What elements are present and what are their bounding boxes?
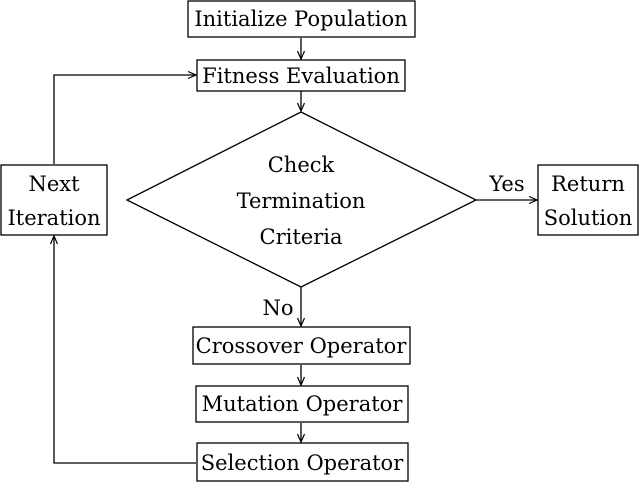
edge-selection-to-next (54, 236, 196, 464)
no-edge-label: No (262, 296, 293, 320)
node-next-iteration: Next Iteration (0, 164, 108, 236)
return-solution-line-1: Return (551, 172, 625, 196)
mutation-operator-label: Mutation Operator (202, 392, 404, 416)
node-fitness-evaluation: Fitness Evaluation (196, 59, 406, 92)
check-line-1: Check (268, 153, 335, 177)
check-line-2: Termination (237, 189, 366, 213)
edge-next-to-fitness (53, 75, 196, 164)
initialize-population-label: Initialize Population (194, 7, 407, 31)
next-iteration-line-1: Next (28, 172, 80, 196)
node-check-termination: Check Termination Criteria (125, 111, 478, 288)
node-return-solution: Return Solution (537, 164, 639, 236)
node-initialize-population: Initialize Population (187, 0, 416, 38)
fitness-evaluation-label: Fitness Evaluation (202, 64, 400, 88)
node-selection-operator: Selection Operator (196, 442, 409, 482)
yes-edge-label: Yes (488, 172, 524, 196)
return-solution-line-2: Solution (544, 206, 633, 230)
crossover-operator-label: Crossover Operator (196, 334, 408, 358)
next-iteration-line-2: Iteration (7, 206, 100, 230)
node-crossover-operator: Crossover Operator (192, 326, 411, 365)
selection-operator-label: Selection Operator (201, 451, 404, 475)
node-mutation-operator: Mutation Operator (195, 385, 409, 423)
check-line-3: Criteria (260, 225, 343, 249)
